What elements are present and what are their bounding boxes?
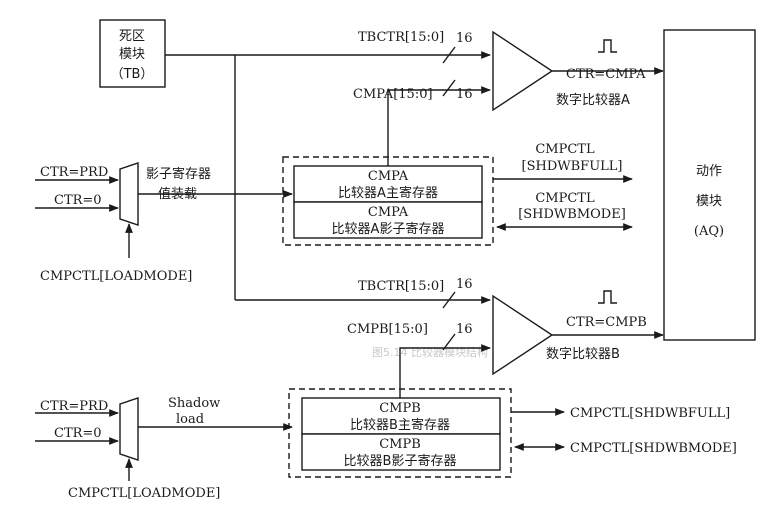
mux-a-input-prd: CTR=PRD — [40, 165, 108, 180]
comparator-a-output-label: CTR=CMPA — [566, 67, 646, 82]
mux-b-input-prd: CTR=PRD — [40, 399, 108, 414]
tb-block-line3: （TB） — [111, 67, 154, 82]
cmpb-shadow-title: CMPB — [379, 437, 421, 452]
cmpb-bus-width: 16 — [456, 322, 473, 337]
aq-block-line3: (AQ) — [694, 224, 724, 239]
cmpb-register-group — [288, 388, 512, 478]
cmpa-bus-label: CMPA[15:0] — [353, 87, 433, 102]
cmpb-bus-label: CMPB[15:0] — [347, 322, 428, 337]
tbctr-width-b: 16 — [456, 277, 473, 292]
cmpa-active-title: CMPA — [368, 169, 409, 184]
mux-a-input-zero: CTR=0 — [54, 193, 102, 208]
cmpa-shdwbmode-2: [SHDWBMODE] — [518, 207, 626, 222]
mux-b-output-label-1: Shadow — [168, 396, 220, 411]
bus-slash-b1 — [442, 291, 456, 309]
comparator-b-output-label: CTR=CMPB — [566, 315, 647, 330]
mux-b-input-zero: CTR=0 — [54, 426, 102, 441]
cmpa-shadow-register — [293, 201, 483, 239]
tbctr-width-a: 16 — [456, 31, 473, 46]
cmpb-bus — [399, 344, 491, 400]
cmpa-register-group — [282, 156, 494, 246]
mux-b-output-label-2: load — [176, 412, 204, 427]
cmpa-shdwbfull-2: [SHDWBFULL] — [522, 159, 623, 174]
cmpa-shadow-title: CMPA — [368, 205, 409, 220]
aq-block: 动作 模块 (AQ) — [663, 29, 756, 341]
mux-b-loadmode: CMPCTL[LOADMODE] — [68, 486, 220, 501]
cmpb-shadow-register — [301, 433, 501, 471]
cmpb-shdwbmode: CMPCTL[SHDWBMODE] — [570, 441, 737, 456]
cmpa-bus — [387, 86, 491, 168]
tb-block-line2: 模块 — [119, 47, 145, 62]
mux-a — [119, 162, 139, 226]
comparator-a-name: 数字比较器A — [556, 93, 630, 108]
aq-block-line1: 动作 — [696, 164, 722, 179]
comparator-b — [492, 294, 554, 376]
cmpb-active-title: CMPB — [379, 401, 421, 416]
cmpb-shdwbfull: CMPCTL[SHDWBFULL] — [570, 406, 730, 421]
pulse-a-icon — [598, 39, 617, 53]
comparator-b-name: 数字比较器B — [546, 347, 620, 362]
cmpa-shadow-name: 比较器A影子寄存器 — [332, 221, 445, 237]
bus-slash-a2 — [442, 79, 456, 97]
mux-a-loadmode: CMPCTL[LOADMODE] — [40, 269, 192, 284]
tb-block-line1: 死区 — [119, 29, 145, 44]
mux-a-output-label-2: 值装载 — [158, 186, 197, 202]
cmpa-shdwbmode-1: CMPCTL — [535, 191, 595, 206]
tbctr-label-a: TBCTR[15:0] — [358, 30, 444, 45]
comparator-a — [492, 30, 554, 112]
bleed-through-caption: 图5.14 比较器模块结构 — [372, 345, 488, 359]
cmpb-active-name: 比较器B主寄存器 — [350, 417, 450, 433]
cmpb-shadow-name: 比较器B影子寄存器 — [344, 453, 457, 469]
tbctr-label-b: TBCTR[15:0] — [358, 279, 444, 294]
cmpa-bus-width: 16 — [456, 87, 473, 102]
bus-slash-a1 — [442, 46, 456, 64]
cmpa-active-name: 比较器A主寄存器 — [338, 185, 438, 201]
tb-block: 死区 模块 （TB） — [99, 19, 166, 88]
cmpa-shdwbfull-1: CMPCTL — [535, 142, 595, 157]
aq-block-line2: 模块 — [696, 194, 722, 209]
mux-a-output-label-1: 影子寄存器 — [146, 166, 211, 182]
pulse-b-icon — [598, 290, 617, 304]
mux-b — [119, 397, 139, 461]
